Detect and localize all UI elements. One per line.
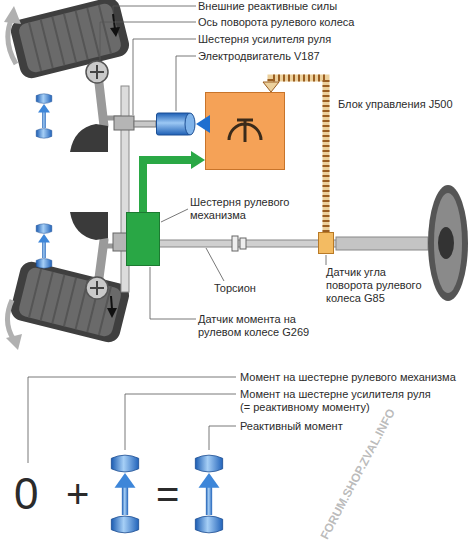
arrowhead: [191, 151, 205, 169]
steering-arm: [99, 240, 104, 278]
tie-rod: [106, 118, 121, 246]
unit-body: [206, 93, 285, 170]
equation-symbol: +: [66, 474, 89, 514]
legend-note: Момент на шестерне усилителя руля (= реа…: [240, 388, 438, 414]
torque-icon: [111, 455, 138, 533]
motor-end: [185, 113, 195, 135]
callout-label: Шестерня рулевого механизма: [190, 196, 300, 222]
tread: [17, 2, 122, 74]
equation-symbol: 0: [14, 472, 38, 516]
force-arrow: [113, 14, 115, 29]
steering-pinion: [113, 233, 127, 251]
torque-icon: [36, 94, 52, 138]
angle-sensor: Датчик угла поворота рулевого колеса G85: [318, 232, 334, 254]
control-unit-shape: [205, 92, 285, 170]
rotation-arrow: [7, 300, 14, 340]
control-unit: Блок управления J500: [205, 92, 285, 170]
equation-symbol: =: [156, 474, 179, 514]
rotation-arrowhead: [4, 6, 21, 24]
knuckle: [70, 124, 108, 152]
legend-note: Момент на шестерне рулевого механизма: [240, 371, 456, 384]
torque-sensor-shape: [126, 212, 160, 266]
electric-motor-shape: [156, 112, 196, 136]
arrowhead: [263, 82, 279, 92]
steering-shaft: [158, 240, 338, 247]
signal-arrow: [143, 151, 205, 212]
force-arrow: [111, 296, 112, 309]
callout-label: Внешние реактивные силы: [198, 0, 337, 13]
rotation-arrow: [8, 18, 16, 64]
angle-sensor-shape: [318, 232, 334, 254]
hub-cross: [90, 281, 104, 295]
wheel: [8, 259, 131, 344]
rotation-arrowhead: [6, 334, 22, 350]
motor-shaft: [134, 121, 156, 127]
universal-joint: [232, 236, 238, 251]
wheel-hub: [86, 61, 108, 83]
tread: [17, 266, 122, 338]
callout-label: Торсион: [214, 282, 256, 295]
sensor-label: Датчик момента на рулевом колесе G269: [198, 313, 338, 339]
sensor-label: Датчик угла поворота рулевого колеса G85: [326, 266, 430, 305]
steering-arm: [99, 83, 104, 126]
steering-wheel-inner: [434, 193, 462, 293]
steering-column: [336, 237, 428, 250]
torque-icon: [36, 224, 52, 268]
force-arrowhead: [110, 27, 120, 37]
arrow-shaft: [143, 160, 195, 212]
sensor-body: [319, 233, 334, 254]
assist-pinion: [114, 116, 134, 130]
steering-wheel: [428, 185, 468, 301]
torque-symbol: [229, 120, 261, 142]
force-arrowhead: [107, 308, 117, 318]
tire: [8, 259, 131, 344]
torque-icon: [195, 455, 222, 533]
motor-label: Электродвигатель V187: [198, 50, 320, 63]
torque-sensor: Датчик момента на рулевом колесе G269: [126, 212, 160, 266]
knuckle: [70, 212, 108, 240]
electric-motor: Электродвигатель V187: [156, 112, 196, 136]
callout-label: Шестерня усилителя руля: [198, 33, 331, 46]
universal-joint: [240, 238, 246, 249]
callout-label: Ось поворота рулевого колеса: [198, 16, 354, 29]
tread-lines: [29, 269, 111, 335]
legend-note: Реактивный момент: [240, 420, 343, 433]
control-unit-label: Блок управления J500: [338, 98, 472, 111]
hub-cross: [90, 65, 104, 79]
steering-wheel-hub: [438, 227, 454, 259]
wheel-hub: [86, 277, 108, 299]
sensor-body: [127, 213, 160, 266]
